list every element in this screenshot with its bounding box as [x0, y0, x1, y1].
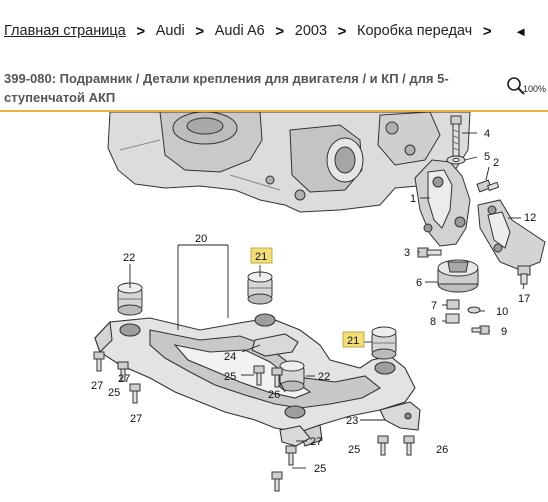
- callout-8[interactable]: 8: [430, 316, 436, 328]
- nut: [446, 299, 460, 310]
- callout-25[interactable]: 25: [224, 371, 236, 383]
- engine-mount-bracket: [414, 159, 471, 247]
- leader-lines: [129, 132, 525, 469]
- bolt: [517, 265, 531, 285]
- callout-23[interactable]: 23: [346, 415, 358, 427]
- callout-labels: 20 22 21 21 22 24 25 26 27 25 27 27 23 2…: [91, 128, 536, 475]
- callout-27[interactable]: 27: [91, 380, 103, 392]
- callout-17[interactable]: 17: [518, 293, 530, 305]
- bolt: [476, 179, 500, 193]
- page-title: 399-080: Подрамник / Детали крепления дл…: [4, 71, 449, 105]
- breadcrumb-separator-icon: >: [195, 22, 205, 40]
- callout-3[interactable]: 3: [404, 247, 410, 259]
- highlight-box: [250, 247, 273, 264]
- callout-26[interactable]: 26: [268, 389, 280, 401]
- bolt: [450, 115, 462, 157]
- callout-27[interactable]: 27: [310, 436, 322, 448]
- callout-26[interactable]: 26: [436, 444, 448, 456]
- breadcrumb-year[interactable]: 2003: [294, 23, 328, 39]
- washer: [446, 155, 466, 165]
- highlight-box: [342, 331, 365, 348]
- callout-1[interactable]: 1: [410, 193, 416, 205]
- callout-25[interactable]: 25: [348, 444, 360, 456]
- callout-2[interactable]: 2: [493, 157, 499, 169]
- callout-21[interactable]: 21: [255, 251, 267, 263]
- rubber-mount: [371, 326, 397, 360]
- callout-22[interactable]: 22: [123, 252, 135, 264]
- callout-21[interactable]: 21: [347, 335, 359, 347]
- rubber-mount: [247, 271, 273, 305]
- callout-20[interactable]: 20: [195, 233, 207, 245]
- bolt: [93, 351, 415, 492]
- hydraulic-mount: [437, 259, 479, 293]
- breadcrumb-separator-icon: >: [136, 22, 146, 40]
- title-bar: 399-080: Подрамник / Детали крепления дл…: [0, 62, 548, 112]
- transmission-mount-bracket: [477, 199, 546, 271]
- breadcrumb-category[interactable]: Коробка передач: [357, 23, 473, 39]
- parts-diagram: 20 22 21 21 22 24 25 26 27 25 27 27 23 2…: [91, 112, 546, 492]
- bolt: [471, 325, 490, 335]
- callout-12[interactable]: 12: [524, 212, 536, 224]
- nut: [445, 313, 460, 324]
- zoom-button[interactable]: 100%: [506, 76, 546, 96]
- callout-9[interactable]: 9: [501, 326, 507, 338]
- breadcrumb-model[interactable]: Audi A6: [214, 23, 265, 39]
- callout-27[interactable]: 27: [118, 373, 130, 385]
- callout-10[interactable]: 10: [496, 306, 508, 318]
- callout-24[interactable]: 24: [224, 351, 236, 363]
- washer: [467, 306, 481, 314]
- breadcrumb-home[interactable]: Главная страница: [4, 23, 126, 39]
- callout-5[interactable]: 5: [484, 151, 490, 163]
- breadcrumb: Главная страница > Audi > Audi A6 > 2003…: [0, 0, 548, 62]
- breadcrumb-separator-icon: >: [482, 22, 492, 40]
- callout-27[interactable]: 27: [130, 413, 142, 425]
- callout-4[interactable]: 4: [484, 128, 490, 140]
- breadcrumb-brand[interactable]: Audi: [155, 23, 185, 39]
- magnifier-icon: [507, 77, 525, 95]
- rubber-mount: [279, 360, 305, 392]
- zoom-level: 100%: [522, 84, 546, 94]
- callout-6[interactable]: 6: [416, 277, 422, 289]
- breadcrumb-separator-icon: >: [337, 22, 347, 40]
- callout-22[interactable]: 22: [318, 371, 330, 383]
- breadcrumb-separator-icon: >: [275, 22, 285, 40]
- back-arrow-icon[interactable]: ◄: [514, 23, 528, 39]
- callout-25[interactable]: 25: [314, 463, 326, 475]
- bolt: [417, 247, 442, 258]
- callout-7[interactable]: 7: [431, 300, 437, 312]
- transmission-housing: [107, 112, 471, 213]
- callout-25[interactable]: 25: [108, 387, 120, 399]
